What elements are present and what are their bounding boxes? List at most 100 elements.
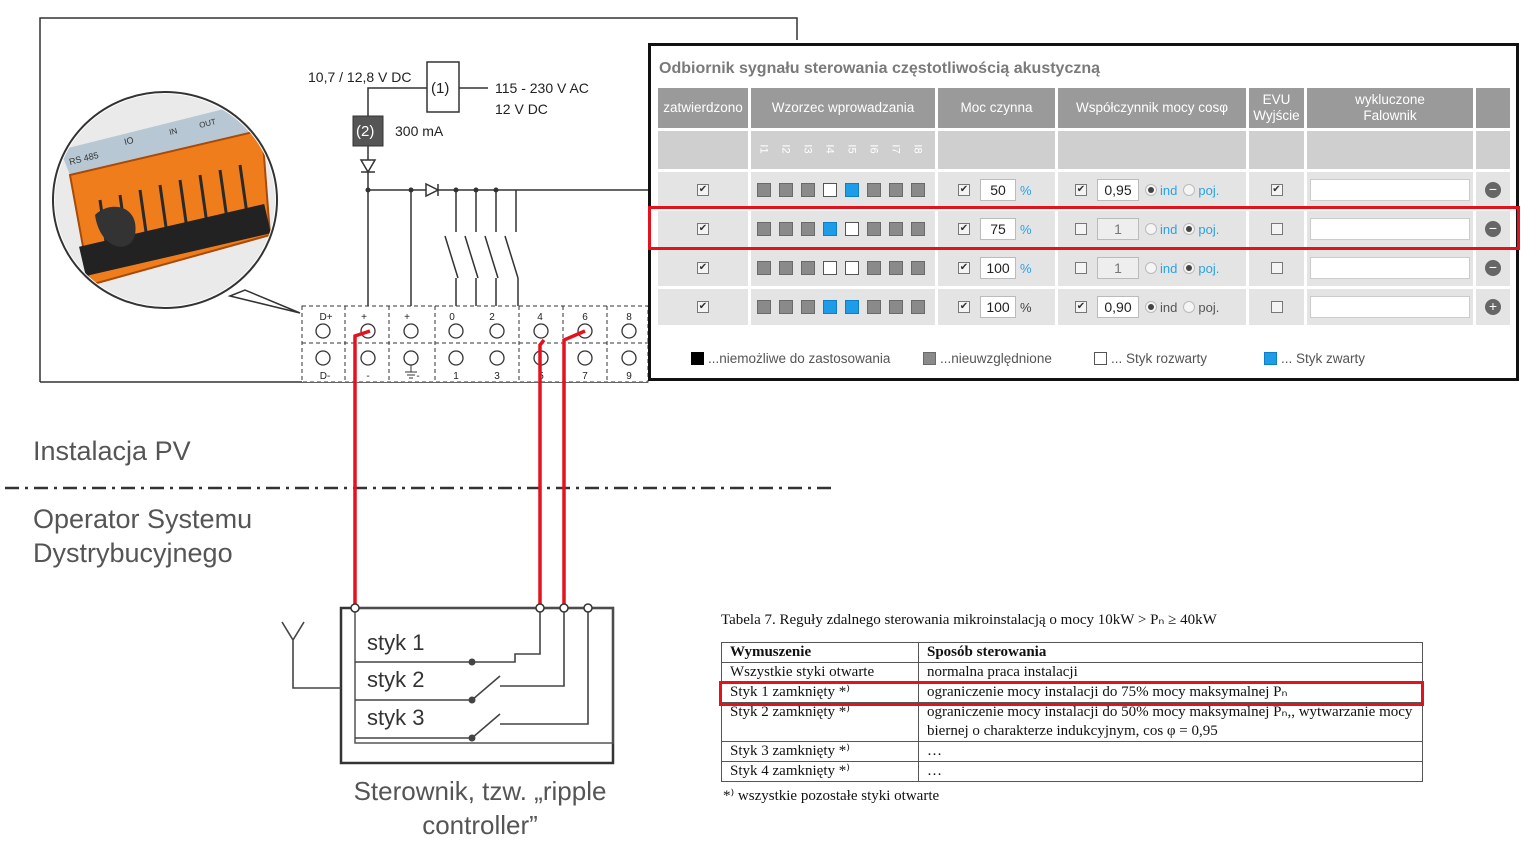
pattern-switch-2[interactable]	[779, 222, 793, 236]
pattern-switch-2[interactable]	[779, 261, 793, 275]
table7-header-row: Wymuszenie Sposób sterowania	[721, 642, 1423, 663]
evu-checkbox[interactable]: ✔	[1270, 184, 1283, 196]
term-top-1: +	[361, 312, 367, 323]
row-action-cell: −	[1476, 250, 1510, 286]
legend-text-1: ...nieuwzględnione	[940, 351, 1052, 366]
row-evu-cell	[1249, 289, 1304, 325]
pattern-switch-8[interactable]	[911, 183, 925, 197]
excluded-inverter-input[interactable]	[1310, 218, 1470, 240]
antenna-icon	[281, 621, 341, 689]
cosphi-checkbox[interactable]	[1075, 262, 1087, 274]
pattern-switch-8[interactable]	[911, 222, 925, 236]
approved-checkbox[interactable]: ✔	[697, 223, 709, 235]
cosphi-input[interactable]: 0,95	[1097, 179, 1139, 201]
cosphi-input[interactable]: 1	[1097, 257, 1139, 279]
input-label-6: I6	[867, 144, 880, 154]
pattern-switch-6[interactable]	[867, 300, 881, 314]
remove-row-button[interactable]: −	[1485, 221, 1501, 237]
pattern-switch-7[interactable]	[889, 261, 903, 275]
pattern-switch-1[interactable]	[757, 300, 771, 314]
block1-label: (1)	[431, 80, 449, 97]
pattern-switch-8[interactable]	[911, 300, 925, 314]
table-row: Styk 2 zamknięty *⁾ograniczenie mocy ins…	[721, 702, 1423, 742]
radio-ind[interactable]	[1145, 223, 1157, 235]
cosphi-checkbox[interactable]: ✔	[1075, 184, 1087, 196]
radio-poj[interactable]	[1183, 184, 1196, 196]
pattern-switch-5[interactable]	[845, 222, 859, 236]
evu-checkbox[interactable]	[1270, 301, 1283, 313]
excluded-inverter-input[interactable]	[1310, 296, 1470, 318]
radio-ind[interactable]	[1145, 262, 1157, 274]
power-checkbox[interactable]: ✔	[958, 262, 970, 274]
radio-poj[interactable]	[1183, 262, 1196, 274]
pattern-switch-7[interactable]	[889, 300, 903, 314]
row-pattern-cell	[751, 172, 935, 208]
radio-ind-label: ind	[1160, 182, 1178, 198]
power-checkbox[interactable]: ✔	[958, 301, 970, 313]
power-checkbox[interactable]: ✔	[958, 184, 970, 196]
radio-poj[interactable]	[1183, 223, 1196, 235]
pattern-switch-4[interactable]	[823, 300, 837, 314]
row-evu-cell	[1249, 211, 1304, 247]
evu-checkbox[interactable]	[1270, 262, 1283, 274]
cosphi-input[interactable]: 1	[1097, 218, 1139, 240]
pattern-switch-7[interactable]	[889, 222, 903, 236]
pattern-switch-4[interactable]	[823, 261, 837, 275]
pattern-switch-1[interactable]	[757, 222, 771, 236]
radio-poj[interactable]	[1183, 301, 1196, 313]
approved-checkbox[interactable]: ✔	[697, 262, 709, 274]
pattern-switch-3[interactable]	[801, 261, 815, 275]
cosphi-checkbox[interactable]	[1075, 223, 1087, 235]
panel-row-highlight	[648, 206, 1520, 250]
pattern-switch-8[interactable]	[911, 261, 925, 275]
table7-footnote: *⁾ wszystkie pozostałe styki otwarte	[723, 788, 940, 804]
cosphi-checkbox[interactable]: ✔	[1075, 301, 1087, 313]
power-input[interactable]: 100	[980, 296, 1016, 318]
subheader-approved	[658, 131, 748, 169]
pattern-switch-3[interactable]	[801, 183, 815, 197]
term-bot-7: 9	[626, 371, 632, 382]
pattern-switch-2[interactable]	[779, 183, 793, 197]
approved-checkbox[interactable]: ✔	[697, 184, 709, 196]
approved-checkbox[interactable]: ✔	[697, 301, 709, 313]
pattern-switch-7[interactable]	[889, 183, 903, 197]
power-input[interactable]: 50	[980, 179, 1016, 201]
legend-item-open: ... Styk rozwarty	[1094, 351, 1207, 366]
pattern-switch-3[interactable]	[801, 222, 815, 236]
power-input[interactable]: 100	[980, 257, 1016, 279]
pattern-switch-5[interactable]	[845, 183, 859, 197]
power-input[interactable]: 75	[980, 218, 1016, 240]
pattern-switch-6[interactable]	[867, 261, 881, 275]
radio-ind[interactable]	[1145, 184, 1157, 196]
pattern-switch-6[interactable]	[867, 183, 881, 197]
excluded-inverter-input[interactable]	[1310, 179, 1470, 201]
table7-row-highlight	[719, 681, 1424, 706]
controller-caption-line1: Sterownik, tzw. „ripple	[353, 776, 607, 806]
excluded-inverter-input[interactable]	[1310, 257, 1470, 279]
pattern-switch-4[interactable]	[823, 183, 837, 197]
pattern-switch-1[interactable]	[757, 183, 771, 197]
pattern-switch-2[interactable]	[779, 300, 793, 314]
pattern-switch-6[interactable]	[867, 222, 881, 236]
table7-cell: ograniczenie mocy instalacji do 50% mocy…	[918, 702, 1423, 742]
pattern-switch-3[interactable]	[801, 300, 815, 314]
voltage-in-label: 10,7 / 12,8 V DC	[308, 69, 412, 85]
pattern-switch-5[interactable]	[845, 261, 859, 275]
term-top-4: 2	[489, 312, 495, 323]
remove-row-button[interactable]: −	[1485, 260, 1501, 276]
pattern-switch-5[interactable]	[845, 300, 859, 314]
remove-row-button[interactable]: −	[1485, 182, 1501, 198]
table7-caption: Tabela 7. Reguły zdalnego sterowania mik…	[721, 612, 1217, 628]
pattern-switch-4[interactable]	[823, 222, 837, 236]
evu-checkbox[interactable]	[1270, 223, 1283, 235]
pattern-switch-1[interactable]	[757, 261, 771, 275]
power-checkbox[interactable]: ✔	[958, 223, 970, 235]
cosphi-input[interactable]: 0,90	[1097, 296, 1139, 318]
subheader-pattern: I1 I2 I3 I4 I5 I6 I7 I8	[751, 131, 935, 169]
radio-poj-label: poj.	[1198, 182, 1220, 198]
radio-ind[interactable]	[1145, 301, 1157, 313]
input-label-7: I7	[889, 144, 902, 154]
diode2-icon	[425, 182, 440, 198]
add-row-button[interactable]: +	[1485, 299, 1501, 315]
